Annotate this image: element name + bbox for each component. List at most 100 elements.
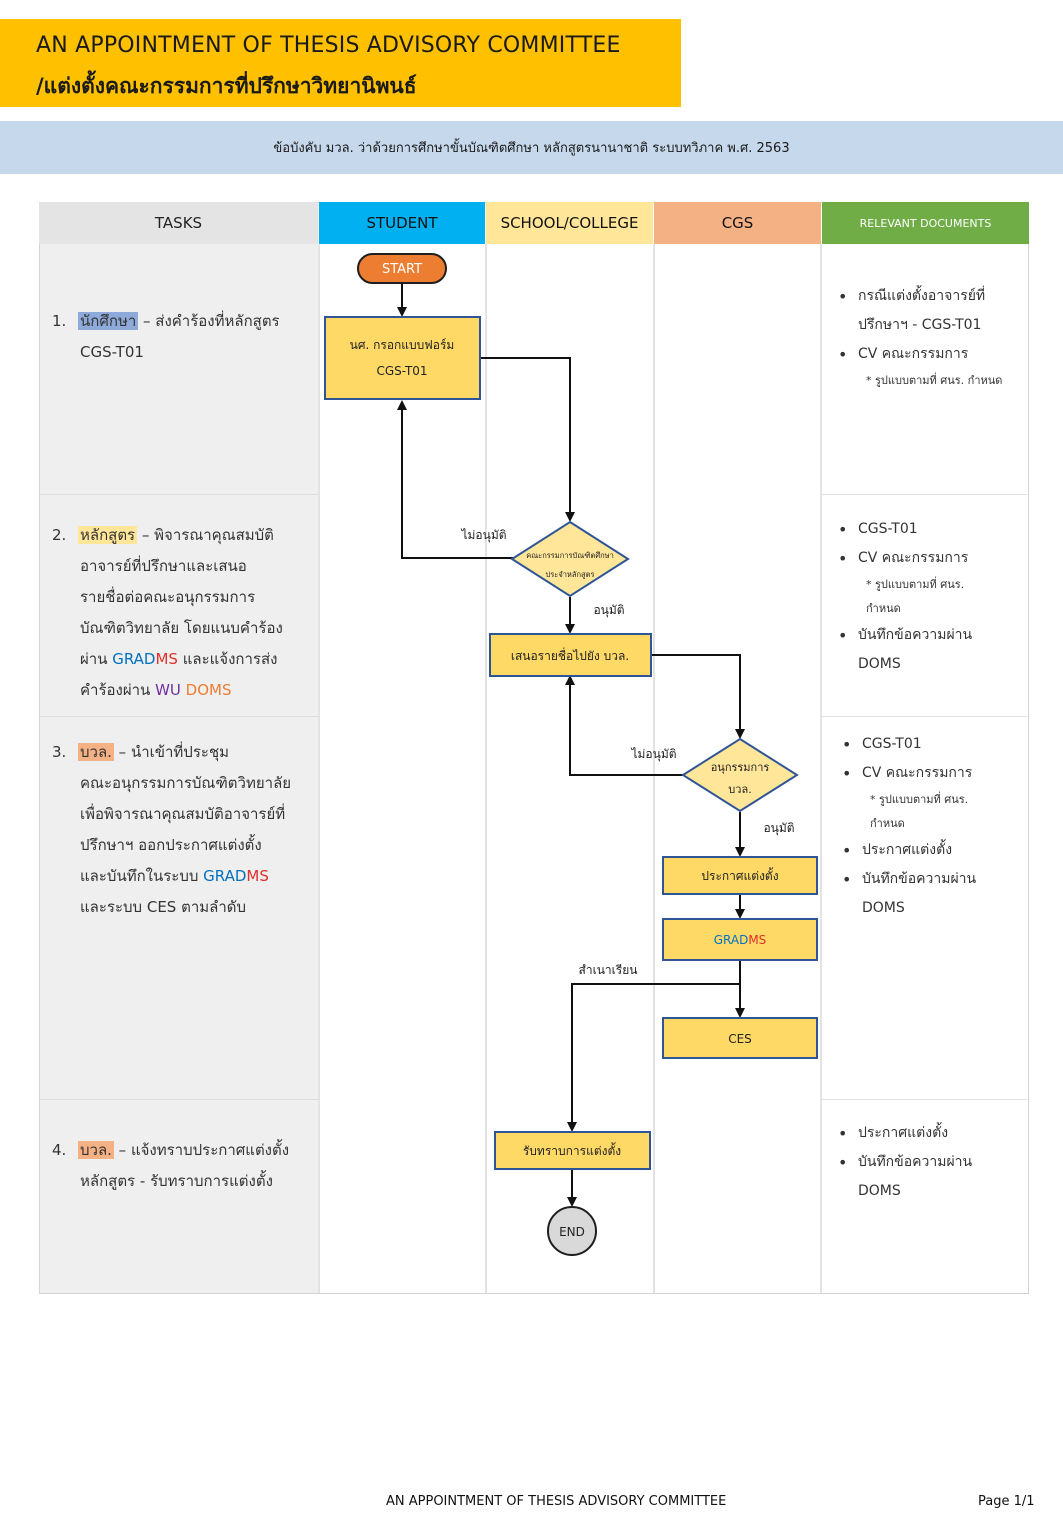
task-number: 1. bbox=[52, 312, 67, 330]
wu-label: WU bbox=[155, 681, 181, 699]
title-english: AN APPOINTMENT OF THESIS ADVISORY COMMIT… bbox=[36, 33, 621, 58]
task-text: คณะอนุกรรมการบัณฑิตวิทยาลัย bbox=[80, 774, 292, 792]
doc-note: * รูปแบบตามที่ ศนร.กำหนด bbox=[870, 793, 969, 830]
doms-label: DOMS bbox=[180, 681, 232, 699]
task-number: 4. bbox=[52, 1141, 67, 1159]
doc-note: * รูปแบบตามที่ ศนร. กำหนด bbox=[866, 374, 1003, 387]
start-terminal bbox=[357, 253, 447, 284]
task-text: – นำเข้าที่ประชุม bbox=[113, 743, 230, 761]
gradms-label: MS bbox=[155, 650, 178, 668]
end-label: END bbox=[559, 1225, 585, 1239]
connector-arrow bbox=[565, 675, 683, 776]
task-text: – แจ้งทราบประกาศแต่งตั้ง bbox=[113, 1141, 290, 1159]
title-thai: /แต่งตั้งคณะกรรมการที่ปรึกษาวิทยานิพนธ์ bbox=[36, 74, 417, 98]
task-text: อาจารย์ที่ปรึกษาและเสนอ bbox=[80, 557, 247, 575]
doc-item: CV คณะกรรมการ bbox=[832, 340, 1022, 369]
header-relevant-documents: RELEVANT DOCUMENTS bbox=[822, 202, 1029, 244]
task-1: 1. นักศึกษา – ส่งคำร้องที่หลักสูตร CGS-T0… bbox=[52, 306, 314, 368]
ces-label: CES bbox=[728, 1032, 752, 1046]
row-separator bbox=[822, 716, 1027, 717]
submit-names-box bbox=[489, 633, 652, 677]
task-text: บัณฑิตวิทยาลัย โดยแนบคำร้อง bbox=[80, 619, 283, 637]
task-4: 4. บวล. – แจ้งทราบประกาศแต่งตั้ง หลักสูตร… bbox=[52, 1135, 314, 1197]
task-text: ผ่าน GRADMS และแจ้งการส่ง bbox=[80, 650, 278, 668]
connector-arrow bbox=[651, 654, 745, 739]
task-2: 2. หลักสูตร – พิจารณาคุณสมบัติ อาจารย์ที่… bbox=[52, 520, 314, 706]
task-text: – พิจารณาคุณสมบัติ bbox=[137, 526, 274, 544]
program-committee-decision bbox=[510, 520, 630, 598]
task-text: เพื่อพิจารณาคุณสมบัติอาจารย์ที่ bbox=[80, 805, 286, 823]
task-actor-tag: หลักสูตร bbox=[78, 526, 138, 544]
header-student: STUDENT bbox=[319, 202, 485, 244]
task-text: CGS-T01 bbox=[80, 343, 144, 361]
ces-box bbox=[662, 1017, 818, 1059]
doc-item: ประกาศแต่งตั้ง bbox=[836, 836, 1026, 865]
title-banner bbox=[0, 19, 681, 107]
row-separator bbox=[822, 1099, 1027, 1100]
lane-divider bbox=[820, 244, 822, 1294]
reject-label: ไม่อนุมัติ bbox=[460, 528, 506, 543]
lane-divider bbox=[485, 244, 487, 1294]
task-text: – ส่งคำร้องที่หลักสูตร bbox=[138, 312, 280, 330]
student-form-box bbox=[324, 316, 481, 400]
task-number: 3. bbox=[52, 743, 67, 761]
gradms-label: GRAD bbox=[112, 650, 156, 668]
acknowledge-label: รับทราบการแต่งตั้ง bbox=[523, 1142, 621, 1158]
task-actor-tag: นักศึกษา bbox=[78, 312, 139, 330]
regulation-text: ข้อบังคับ มวล. ว่าด้วยการศึกษาขั้นบัณฑิต… bbox=[273, 141, 790, 156]
gradms-label: MS bbox=[246, 867, 269, 885]
doc-item: CV คณะกรรมการ bbox=[836, 759, 1026, 788]
regulation-band bbox=[0, 121, 1063, 174]
subcommittee-decision bbox=[681, 737, 799, 813]
doc-item: CGS-T01 bbox=[836, 730, 1026, 759]
task-text: รายชื่อต่อคณะอนุกรรมการ bbox=[80, 588, 256, 606]
row-separator bbox=[822, 494, 1027, 495]
decision-2-label: อนุกรรมการ bbox=[711, 761, 770, 774]
docs-row-3: CGS-T01 CV คณะกรรมการ * รูปแบบตามที่ ศนร… bbox=[836, 730, 1026, 923]
task-text: และระบบ CES ตามลำดับ bbox=[80, 898, 247, 916]
end-terminal bbox=[547, 1206, 597, 1256]
row-separator bbox=[40, 716, 318, 717]
task-actor-tag: บวล. bbox=[78, 743, 114, 761]
student-form-code: CGS-T01 bbox=[376, 364, 427, 378]
connector-arrow bbox=[567, 983, 740, 1132]
page-number: Page 1/1 bbox=[978, 1494, 1035, 1509]
announce-label: ประกาศแต่งตั้ง bbox=[701, 867, 778, 883]
connector-arrow bbox=[480, 357, 575, 522]
announce-box bbox=[662, 856, 818, 895]
doc-item: CGS-T01 bbox=[832, 515, 1022, 544]
approve-label: อนุมัติ bbox=[763, 821, 794, 836]
doc-item: ประกาศแต่งตั้ง bbox=[832, 1119, 1022, 1148]
copy-to-label: สำเนาเรียน bbox=[579, 963, 638, 977]
start-label: START bbox=[382, 262, 422, 277]
docs-row-2: CGS-T01 CV คณะกรรมการ * รูปแบบตามที่ ศนร… bbox=[832, 515, 1022, 679]
gradms-label: GRAD bbox=[203, 867, 247, 885]
row-separator bbox=[40, 494, 318, 495]
gradms-box bbox=[662, 918, 818, 961]
task-3: 3. บวล. – นำเข้าที่ประชุม คณะอนุกรรมการบั… bbox=[52, 737, 314, 923]
decision-2-label: บวล. bbox=[728, 783, 751, 796]
approve-label: อนุมัติ bbox=[593, 603, 624, 618]
task-number: 2. bbox=[52, 526, 67, 544]
task-text: คำร้องผ่าน WU DOMS bbox=[80, 681, 232, 699]
footer-title: AN APPOINTMENT OF THESIS ADVISORY COMMIT… bbox=[386, 1494, 727, 1509]
decision-1-label: ประจำหลักสูตร bbox=[546, 570, 595, 579]
row-separator bbox=[40, 1099, 318, 1100]
doc-item: กรณีแต่งตั้งอาจารย์ที่ปรึกษาฯ - CGS-T01 bbox=[832, 282, 1022, 340]
header-cgs: CGS bbox=[654, 202, 821, 244]
task-text: และบันทึกในระบบ GRADMS bbox=[80, 867, 269, 885]
submit-names-label: เสนอรายชื่อไปยัง บวล. bbox=[511, 647, 629, 663]
header-tasks: TASKS bbox=[39, 202, 318, 244]
task-text: ปรึกษาฯ ออกประกาศแต่งตั้ง bbox=[80, 836, 262, 854]
header-school-college: SCHOOL/COLLEGE bbox=[486, 202, 653, 244]
lane-divider bbox=[653, 244, 655, 1294]
task-actor-tag: บวล. bbox=[78, 1141, 114, 1159]
doc-item: CV คณะกรรมการ bbox=[832, 544, 1022, 573]
student-form-label: นศ. กรอกแบบฟอร์ม bbox=[350, 338, 455, 352]
decision-1-label: คณะกรรมการบัณฑิตศึกษา bbox=[526, 551, 614, 560]
task-text: หลักสูตร - รับทราบการแต่งตั้ง bbox=[80, 1172, 273, 1190]
